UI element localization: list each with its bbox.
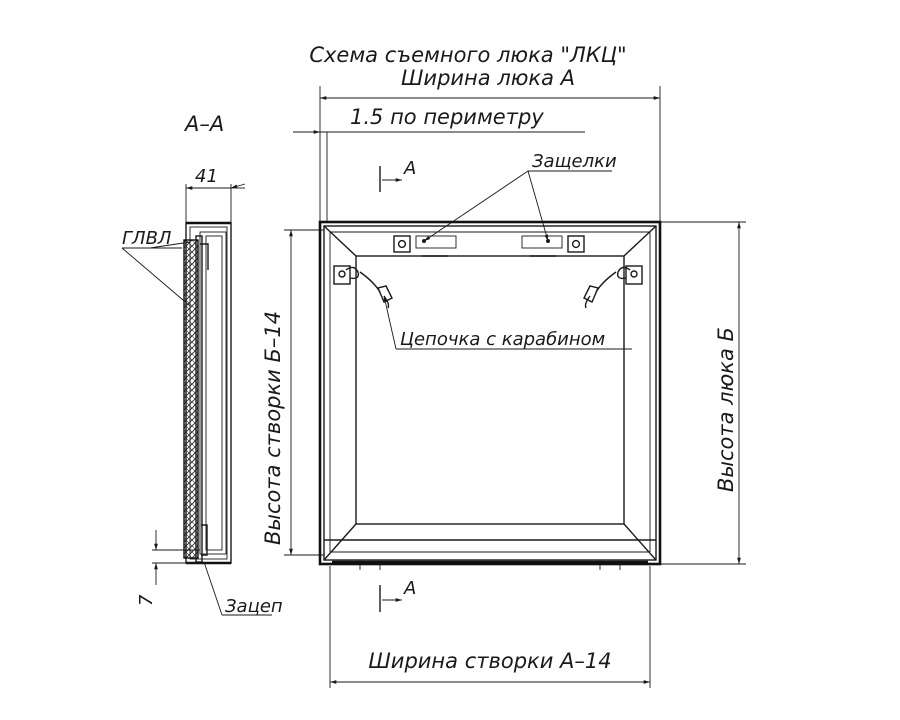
- latch-right: [521, 235, 585, 257]
- drawing-title: Схема съемного люка "ЛКЦ": [309, 43, 626, 67]
- sash-width-dimension: [329, 566, 651, 688]
- section-side-view: [183, 221, 232, 565]
- latches-label: Защелки: [532, 151, 617, 172]
- cut-top-label: А: [403, 158, 416, 179]
- dim-7-dimension: [152, 530, 200, 585]
- height-b-dimension: [660, 221, 746, 565]
- sash-width-label: Ширина створки А–14: [368, 649, 611, 673]
- hook-label: Зацеп: [225, 596, 283, 617]
- glvl-leaders: [121, 241, 191, 307]
- dim-41-label: 41: [195, 166, 218, 187]
- chain-leader: [383, 295, 632, 350]
- sash-height-label: Высота створки Б–14: [261, 311, 285, 545]
- perimeter-label: 1.5 по периметру: [350, 105, 544, 129]
- glvl-label: ГЛВЛ: [122, 228, 172, 249]
- width-a-dimension: [319, 86, 661, 222]
- chain-left: [333, 265, 393, 309]
- sash-height-dimension: [284, 229, 324, 556]
- cut-bottom-label: А: [403, 578, 416, 599]
- chain-right: [583, 265, 643, 309]
- section-cut-top: [379, 166, 402, 192]
- latch-left: [393, 235, 457, 257]
- perimeter-dimension: [293, 130, 585, 222]
- latches-leaders: [423, 170, 612, 242]
- width-a-label: Ширина люка А: [401, 66, 575, 90]
- dim-7-label: 7: [136, 594, 157, 606]
- section-label: А–А: [183, 112, 224, 136]
- chain-label: Цепочка с карабином: [400, 329, 605, 350]
- section-cut-bottom: [379, 585, 402, 612]
- hook-leader: [203, 561, 272, 616]
- height-b-label: Высота люка Б: [714, 327, 738, 492]
- hatch-front-view: [318, 220, 662, 570]
